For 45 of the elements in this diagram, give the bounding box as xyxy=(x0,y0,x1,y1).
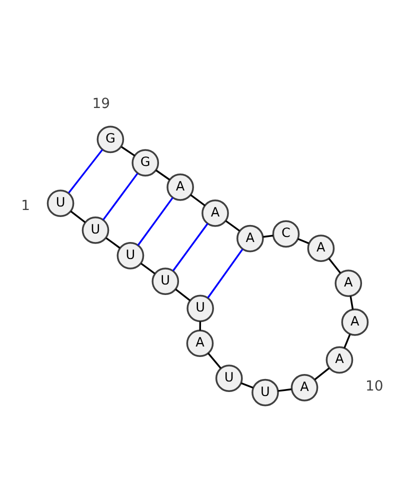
connector xyxy=(172,222,208,271)
connector xyxy=(350,296,354,310)
node-circle: A xyxy=(186,329,214,357)
connector xyxy=(70,210,86,222)
label: 19 xyxy=(92,96,110,112)
connector xyxy=(102,172,138,220)
node-circle: U xyxy=(82,216,110,244)
node-circle: U xyxy=(215,364,243,392)
connector xyxy=(314,367,330,380)
node-circle: A xyxy=(202,199,229,226)
connector xyxy=(199,320,202,330)
node-circle: G xyxy=(96,125,124,153)
node-circle: U xyxy=(186,294,214,322)
connector xyxy=(140,262,156,274)
connector xyxy=(106,236,120,248)
connector xyxy=(278,388,292,392)
node-circle: U xyxy=(46,189,74,217)
node-circle: A xyxy=(307,234,335,262)
node-circle: A xyxy=(236,224,264,252)
connector xyxy=(241,382,254,388)
connector xyxy=(121,146,136,156)
connector xyxy=(225,220,240,231)
connector xyxy=(328,258,341,273)
connector xyxy=(137,196,174,246)
label: 10 xyxy=(366,378,384,394)
connector xyxy=(190,194,206,206)
label: 1 xyxy=(21,197,30,214)
node-circle: A xyxy=(341,308,369,336)
node-circle: U xyxy=(252,378,279,406)
node-circle: U xyxy=(116,242,144,269)
connector xyxy=(298,238,310,244)
connector xyxy=(155,169,170,180)
connector xyxy=(263,234,274,238)
node-circle: A xyxy=(290,374,318,401)
connector xyxy=(175,288,191,301)
node-circle: A xyxy=(166,173,194,200)
node-circle: A xyxy=(326,346,354,374)
node-circle: G xyxy=(132,148,160,176)
connector xyxy=(344,334,351,348)
connector xyxy=(68,148,104,193)
node-circle: C xyxy=(272,220,300,248)
connector xyxy=(207,248,244,298)
connector xyxy=(208,352,222,368)
node-circle: U xyxy=(152,267,180,295)
node-circle: A xyxy=(334,269,362,296)
